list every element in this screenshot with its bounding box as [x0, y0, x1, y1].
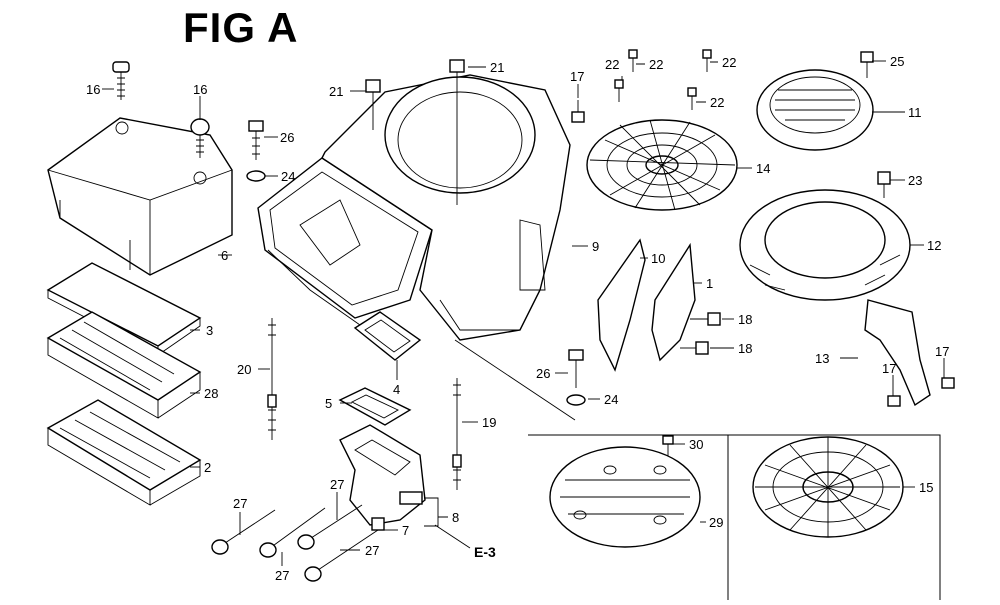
callout-7: 7	[402, 523, 409, 538]
callout-26: 26	[280, 130, 294, 145]
screw-18-b	[680, 341, 709, 355]
shroud-10	[597, 238, 646, 372]
bolt-27-d	[304, 529, 379, 582]
figure-title: FIG A	[183, 4, 299, 51]
callout-16: 16	[193, 82, 207, 97]
callout-20: 20	[237, 362, 251, 377]
screw-17-b	[887, 395, 901, 407]
callout-4: 4	[393, 382, 400, 397]
air-cleaner-cover	[47, 117, 233, 276]
screw-22-b	[628, 49, 638, 72]
screw-22-a	[614, 79, 624, 102]
bolt-27-b	[259, 507, 326, 558]
callout-5: 5	[325, 396, 332, 411]
gasket	[353, 311, 422, 361]
rotating-screen	[586, 119, 738, 211]
callout-21: 21	[490, 60, 504, 75]
callout-14: 14	[756, 161, 770, 176]
foam-filter-element	[46, 311, 202, 419]
callout-12: 12	[927, 238, 941, 253]
breather-elbow	[339, 424, 426, 526]
housing-nut-left	[365, 79, 381, 130]
flange-bolt-bottom	[568, 349, 584, 388]
bolt-27-a	[211, 509, 276, 555]
callout-17: 17	[570, 69, 584, 84]
cover-knob-bolt-left	[112, 61, 130, 100]
callout-13: 13	[815, 351, 829, 366]
callout-e3: E-3	[474, 544, 496, 560]
callout-3: 3	[206, 323, 213, 338]
callout-11: 11	[908, 105, 922, 120]
screw-17-top	[571, 100, 585, 123]
callout-9: 9	[592, 239, 599, 254]
stud-bolt-20	[267, 318, 277, 440]
callout-6: 6	[221, 248, 228, 263]
collar-7	[371, 517, 385, 531]
callout-27: 27	[275, 568, 289, 583]
callout-17: 17	[935, 344, 949, 359]
bracket	[864, 299, 931, 407]
callout-22: 22	[649, 57, 663, 72]
callout-22: 22	[722, 55, 736, 70]
callout-25: 25	[890, 54, 904, 69]
leader-lines	[102, 60, 945, 566]
callout-labels: 16 16 6 3 28 2 26 24 21 21 17 22 22 22 2…	[86, 54, 949, 583]
blower-housing	[321, 74, 571, 341]
screw-18-a	[690, 312, 721, 326]
callout-18: 18	[738, 312, 752, 327]
callout-27: 27	[330, 477, 344, 492]
shroud-1	[651, 242, 696, 362]
callout-22: 22	[710, 95, 724, 110]
callout-21: 21	[329, 84, 343, 99]
callout-18: 18	[738, 341, 752, 356]
callout-1: 1	[706, 276, 713, 291]
callout-24: 24	[281, 169, 295, 184]
callout-10: 10	[651, 251, 665, 266]
washer-top	[246, 170, 266, 182]
callout-28: 28	[204, 386, 218, 401]
screw-22-d	[687, 87, 697, 110]
washer-bottom	[566, 394, 586, 406]
callout-19: 19	[482, 415, 496, 430]
callout-29: 29	[709, 515, 723, 530]
callout-16: 16	[86, 82, 100, 97]
paper-filter-element	[46, 399, 202, 506]
stud-bolt-19	[452, 378, 462, 490]
callout-27: 27	[233, 496, 247, 511]
flange-bolt-top	[248, 120, 264, 160]
bolt-27-c	[297, 504, 363, 550]
nut-23	[877, 171, 891, 198]
callout-26: 26	[536, 366, 550, 381]
screw-25	[860, 51, 874, 78]
seal	[338, 387, 412, 426]
callout-22: 22	[605, 57, 619, 72]
callout-30: 30	[689, 437, 703, 452]
inset-frame	[528, 434, 941, 600]
screw-30	[662, 435, 674, 456]
callout-17: 17	[882, 361, 896, 376]
callout-15: 15	[919, 480, 933, 495]
callout-23: 23	[908, 173, 922, 188]
callout-8: 8	[452, 510, 459, 525]
fan-cover-ring	[739, 189, 911, 301]
screen-cover	[756, 69, 874, 151]
callout-2: 2	[204, 460, 211, 475]
alt-screen-15	[752, 436, 904, 538]
alt-screen-29	[549, 446, 701, 548]
housing-nut-right	[449, 59, 465, 205]
screw-17-c	[941, 377, 955, 389]
screw-22-c	[702, 49, 712, 72]
callout-24: 24	[604, 392, 618, 407]
callout-27: 27	[365, 543, 379, 558]
